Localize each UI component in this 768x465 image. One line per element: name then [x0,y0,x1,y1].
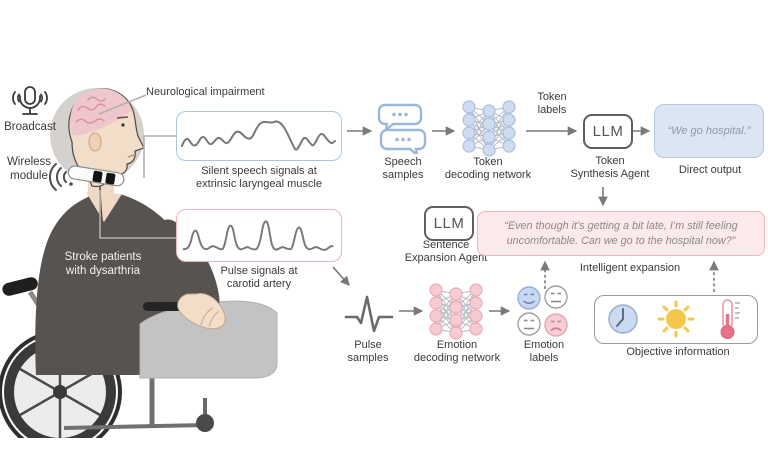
wifi-waves-icon [49,163,73,191]
ecg-pulse-icon [344,295,394,333]
sad-face-icon [544,313,568,337]
silent-speech-signal-box [176,111,342,161]
expanded-sentence-box: “Even though it’s getting a bit late, I’… [477,211,765,256]
emoji-faces-icon [517,285,568,337]
sentence-expansion-agent-label: Sentence Expansion Agent [404,239,488,265]
objective-icons [608,299,740,339]
sentence-expansion-llm-box: LLM [424,206,474,241]
pulse-signal-label: Pulse signals at carotid artery [220,265,298,291]
clock-icon [608,304,638,334]
silent-speech-label: Silent speech signals at extrinsic laryn… [196,165,322,191]
pulse-samples-label: Pulse samples [347,339,389,365]
arrow-pulsebox-to-samples [332,266,350,286]
neutral-face-icon [544,285,568,309]
direct-output-box: “We go hospital.” [654,104,764,158]
broadcast-microphone-icon [12,86,48,115]
intelligent-expansion-label: Intelligent expansion [579,262,681,274]
speech-bubbles-icon [377,103,427,154]
happy-face-icon [517,286,541,310]
emotion-decoding-network-icon [429,283,483,340]
patient-hand [177,293,226,330]
emotion-decoding-network-label: Emotion decoding network [413,339,501,365]
token-synthesis-llm-box: LLM [583,114,633,149]
pulse-waveform [182,220,334,251]
objective-information-label: Objective information [626,346,730,358]
thermometer-icon [720,299,740,339]
speech-samples-label: Speech samples [382,156,424,182]
direct-output-label: Direct output [678,164,742,176]
emotion-labels-label: Emotion labels [523,339,565,365]
objective-information-box [594,295,758,344]
sun-icon [657,300,695,338]
stroke-patients-caption: Stroke patients with dysarthria [64,251,142,278]
neck-wearable-device [67,165,125,187]
broadcast-label: Broadcast [4,121,56,133]
wireless-module-label: Wireless module [6,156,52,183]
pulse-signal-box [176,209,342,262]
silent-speech-waveform [181,120,336,151]
token-decoding-network-icon [462,100,516,157]
token-labels-text: Token labels [537,91,567,117]
face-details [88,116,135,158]
neurological-impairment-label: Neurological impairment [146,86,265,98]
token-synthesis-agent-label: Token Synthesis Agent [570,155,650,181]
neutral-face-icon [517,312,541,336]
token-decoding-network-label: Token decoding network [444,156,532,182]
